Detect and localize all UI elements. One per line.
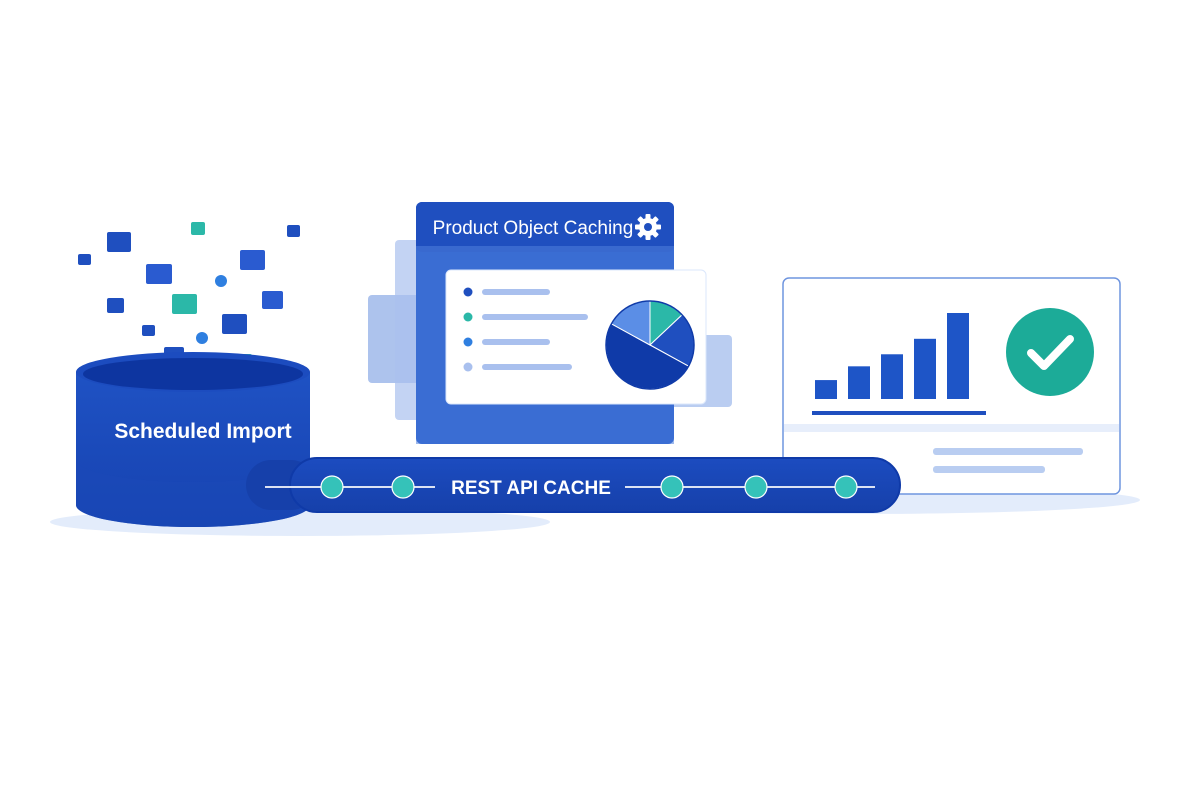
bar-baseline xyxy=(812,411,986,415)
data-block xyxy=(240,250,265,270)
gear-icon xyxy=(635,214,661,240)
list-line xyxy=(482,314,588,320)
data-block xyxy=(287,225,300,237)
pipeline-node xyxy=(391,475,415,499)
rest-api-cache-pipeline: REST API CACHE xyxy=(246,457,901,513)
data-block xyxy=(107,232,131,252)
data-block xyxy=(172,294,197,314)
pipeline-node xyxy=(744,475,768,499)
pie-chart xyxy=(605,300,695,390)
list-bullet xyxy=(463,337,473,347)
pipeline-node xyxy=(660,475,684,499)
pie-outline xyxy=(605,300,695,390)
summary-line xyxy=(933,448,1083,455)
data-block xyxy=(107,298,124,313)
pipeline-node xyxy=(834,475,858,499)
bar xyxy=(947,313,969,399)
list-line xyxy=(482,289,550,295)
data-block xyxy=(78,254,91,265)
list-line xyxy=(482,364,572,370)
bar xyxy=(848,366,870,399)
data-block xyxy=(222,314,247,334)
list-bullet xyxy=(463,312,473,322)
data-block xyxy=(146,264,172,284)
pipeline-label: REST API CACHE xyxy=(451,478,611,499)
list-bullet xyxy=(463,362,473,372)
bar xyxy=(815,380,837,399)
bar-chart xyxy=(815,313,969,399)
cache-list-card xyxy=(445,269,707,405)
pipeline-node xyxy=(320,475,344,499)
data-block xyxy=(191,222,205,235)
bar xyxy=(914,338,936,399)
list-bullet xyxy=(463,287,473,297)
cache-panel-title: Product Object Caching xyxy=(433,218,634,239)
check-icon xyxy=(1006,308,1094,396)
bar xyxy=(881,354,903,399)
data-dot xyxy=(215,275,227,287)
result-dashboard-panel xyxy=(782,277,1121,495)
data-dot xyxy=(196,332,208,344)
data-block xyxy=(142,325,155,336)
list-line xyxy=(482,339,550,345)
summary-line xyxy=(933,466,1045,473)
database-label: Scheduled Import xyxy=(114,420,291,443)
data-block xyxy=(262,291,283,309)
